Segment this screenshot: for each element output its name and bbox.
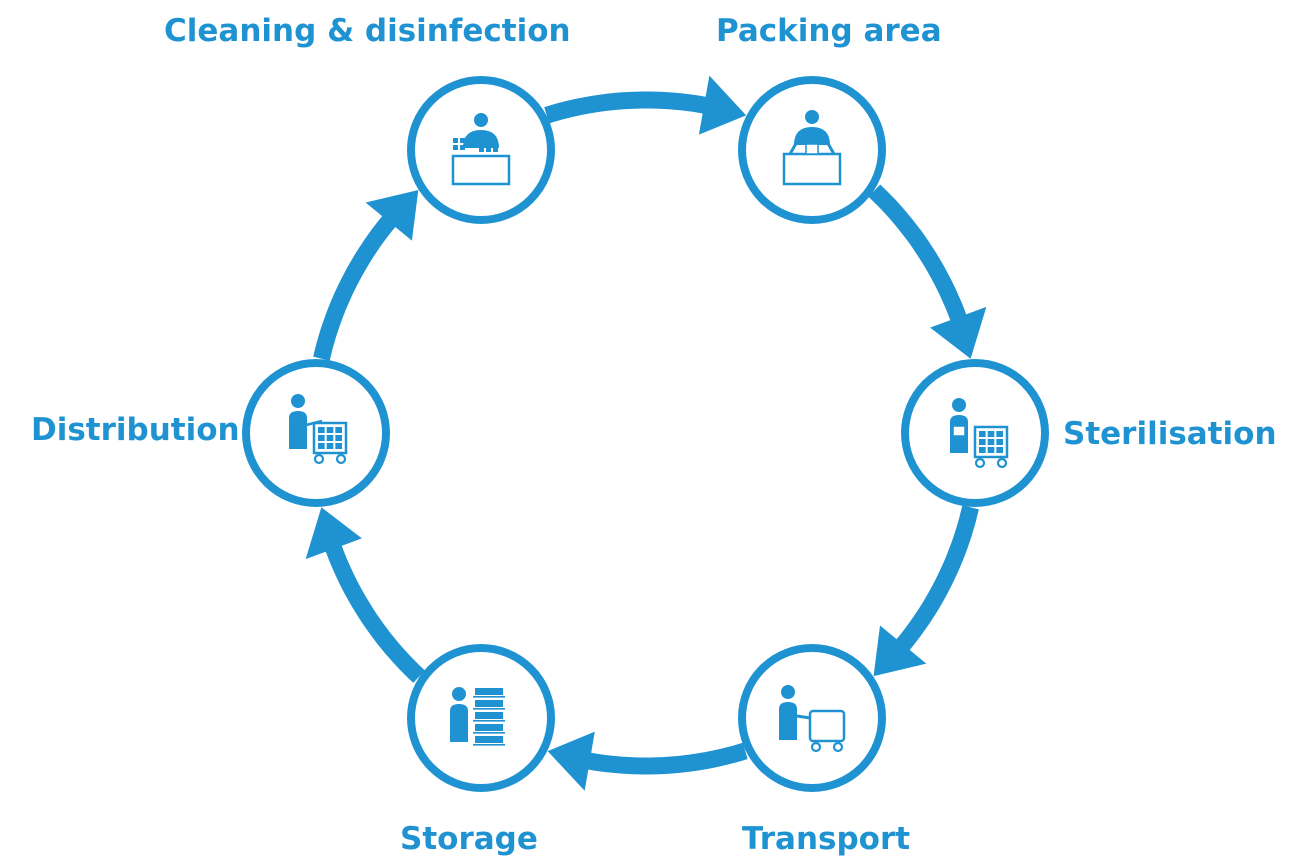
stage-circle [738, 644, 886, 792]
stage-node-storage [407, 644, 555, 792]
arrow-transport-to-storage [581, 742, 748, 775]
person-at-storage-shelves-icon [450, 687, 505, 746]
arrow-storage-to-distribution [323, 539, 425, 683]
stage-node-transport [738, 644, 886, 792]
stage-node-cleaning [407, 76, 555, 224]
arrow-sterilisation-to-transport [892, 505, 979, 656]
person-at-washing-counter-icon [451, 113, 511, 186]
label-storage: Storage [400, 821, 538, 857]
arrowhead-packing-to-sterilisation [930, 306, 987, 359]
arrowhead-cleaning-to-packing [698, 75, 747, 135]
cycle-nodes [242, 76, 1049, 792]
person-pushing-cart-icon [779, 685, 846, 753]
arrowhead-storage-to-distribution [305, 507, 362, 560]
label-distribution: Distribution [31, 412, 240, 448]
person-at-packing-counter-icon [782, 110, 842, 186]
stage-node-distribution [242, 359, 390, 507]
arrow-cleaning-to-packing [544, 91, 713, 124]
arrow-packing-to-sterilisation [868, 184, 969, 327]
stage-node-sterilisation [901, 359, 1049, 507]
label-cleaning-disinfection: Cleaning & disinfection [164, 13, 571, 49]
stage-node-packing [738, 76, 886, 224]
person-with-distribution-cart-icon [289, 394, 348, 465]
arrowhead-distribution-to-cleaning [365, 189, 419, 241]
person-with-sterilizer-rack-icon [950, 398, 1009, 469]
stage-circle [242, 359, 390, 507]
arrow-distribution-to-cleaning [313, 211, 400, 361]
arrowhead-transport-to-storage [547, 731, 595, 791]
label-packing-area: Packing area [716, 13, 942, 49]
label-sterilisation: Sterilisation [1063, 416, 1277, 452]
arrowhead-sterilisation-to-transport [873, 625, 927, 677]
cycle-arrows [305, 75, 987, 791]
label-transport: Transport [742, 821, 911, 857]
